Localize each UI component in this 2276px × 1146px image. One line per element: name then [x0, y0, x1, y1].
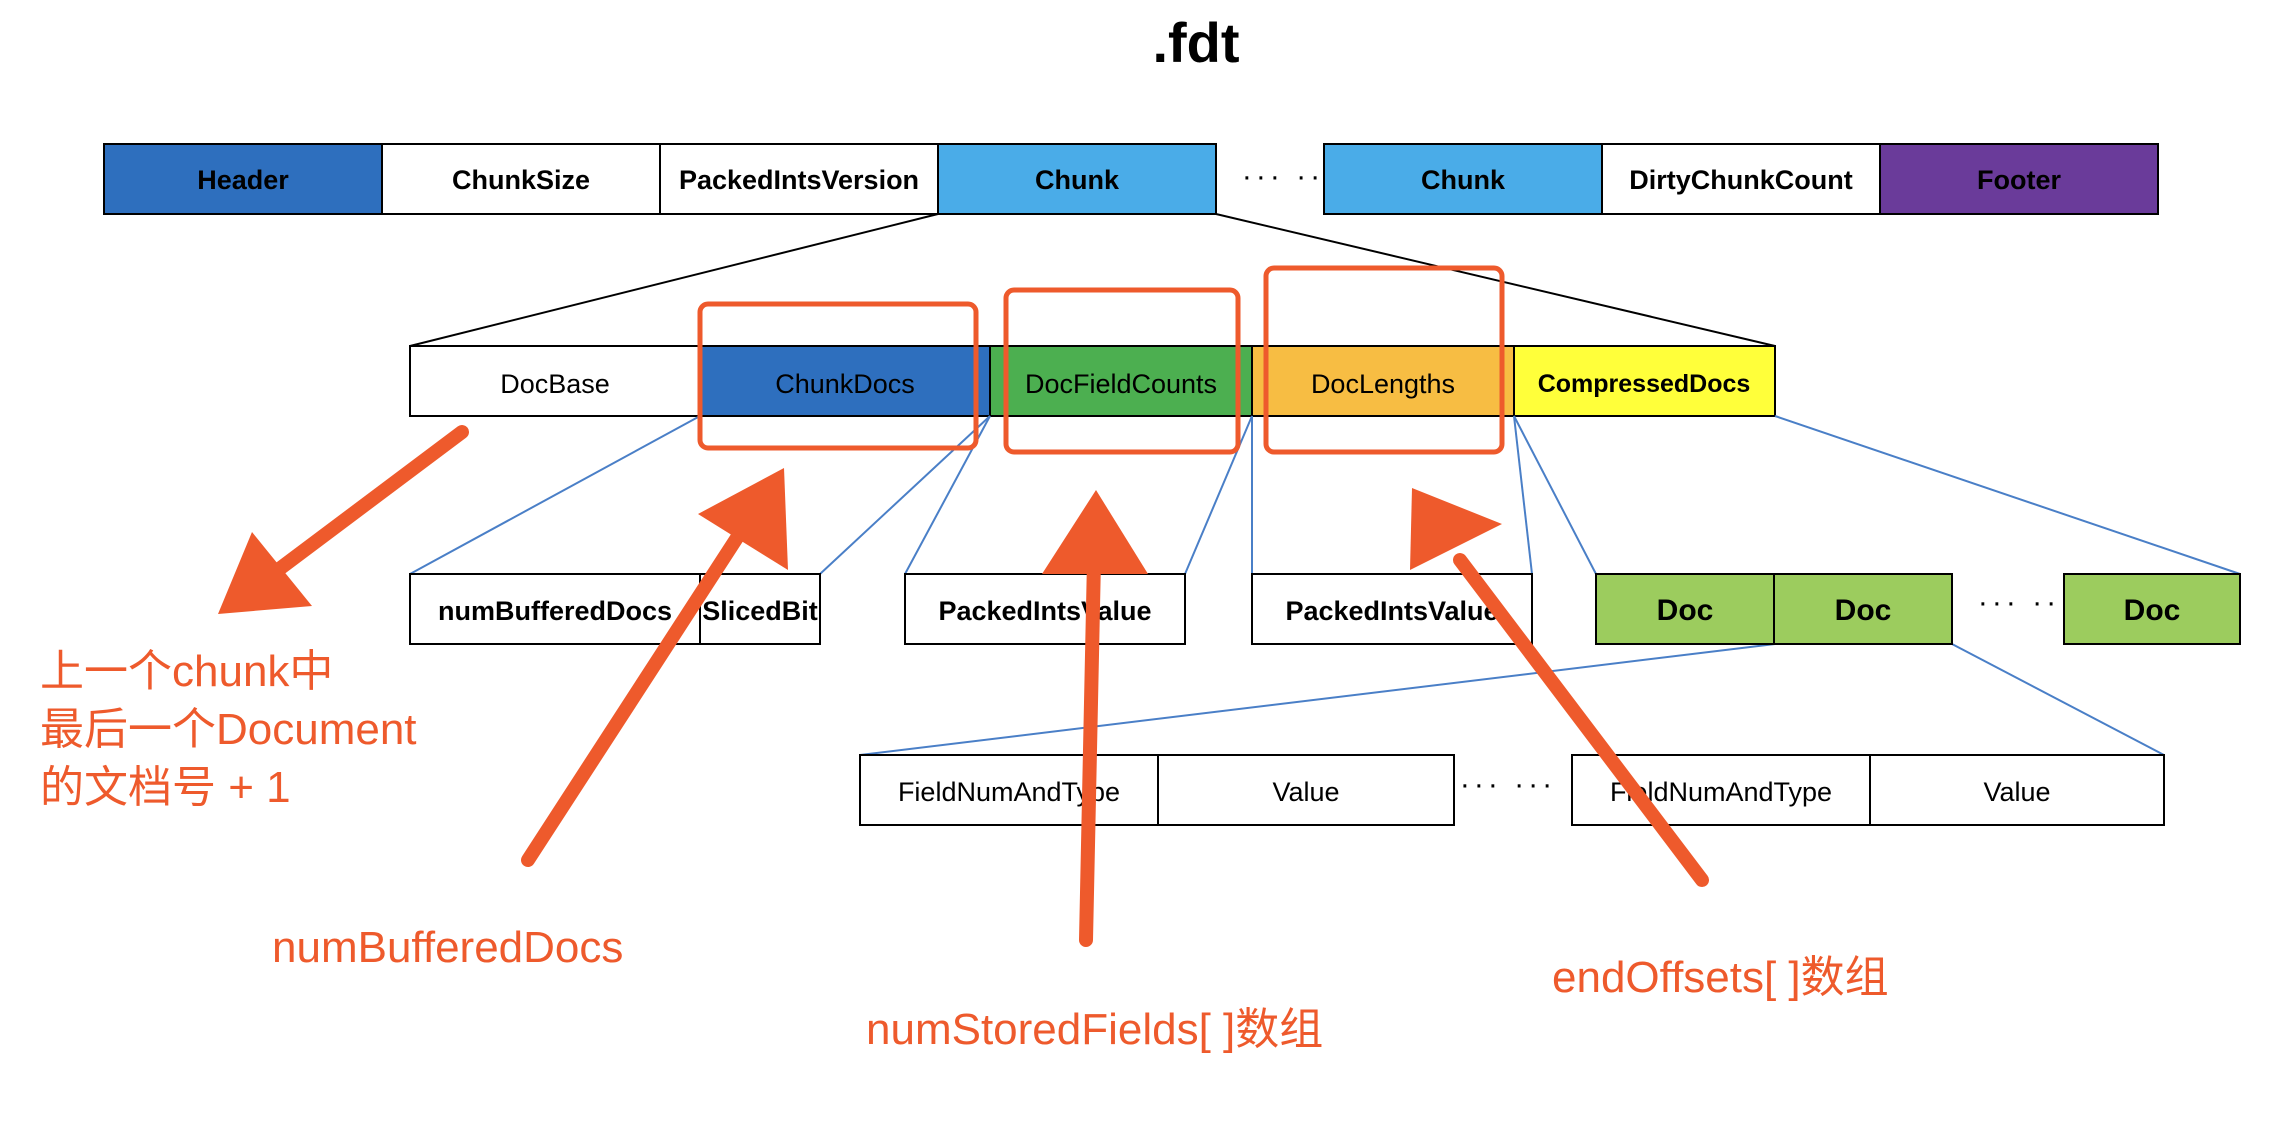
value-label-2: Value — [1983, 777, 2050, 807]
arrow-doc-base-head — [218, 532, 312, 614]
top-ellipsis: ··· ··· — [1242, 160, 1338, 193]
chunk-docs-label: ChunkDocs — [775, 369, 915, 399]
annotation-doc-base-line2: 最后一个Document — [40, 705, 417, 754]
connector-lines — [409, 415, 2241, 756]
arrow-chunk-docs-head — [698, 468, 788, 570]
num-buffered-docs-label: numBufferedDocs — [438, 596, 672, 626]
connector-compressed-left — [1513, 415, 1597, 575]
doc-base-label: DocBase — [500, 369, 610, 399]
highlight-chunk-docs — [697, 301, 979, 451]
packed-ints-value-box-1 — [904, 573, 1186, 645]
doc-label-2: Doc — [1835, 594, 1892, 627]
arrow-doc-field-counts-shaft — [1079, 553, 1101, 947]
doc-box-2 — [1773, 573, 1953, 645]
chunk-expand-left — [409, 213, 939, 347]
doc-base-box — [409, 345, 701, 417]
annotations: 上一个chunk中 最后一个Document 的文档号 + 1 numBuffe… — [40, 647, 1889, 1054]
packed-ints-value-label-1: PackedIntsValue — [938, 596, 1151, 626]
packed-ints-value-label-2: PackedIntsValue — [1285, 596, 1498, 626]
arrow-doc-lengths-head — [1410, 488, 1502, 570]
top-row: Header ChunkSize PackedIntsVersion Chunk… — [103, 143, 2159, 215]
chunk-box-1 — [937, 143, 1217, 215]
highlights — [697, 265, 1505, 455]
footer-box — [1879, 143, 2159, 215]
connector-doc-right — [1951, 643, 2165, 756]
connector-chunkdocs-right — [819, 415, 991, 575]
field-row: FieldNumAndType Value ··· ··· FieldNumAn… — [859, 754, 2165, 826]
annotation-doc-base-line3: 的文档号 + 1 — [40, 763, 291, 812]
arrow-chunk-docs-shaft — [521, 523, 749, 867]
doc-field-counts-label: DocFieldCounts — [1025, 369, 1217, 399]
connector-compressed-right — [1774, 415, 2241, 575]
chunk-size-label: ChunkSize — [452, 165, 590, 195]
annotation-chunk-docs: numBufferedDocs — [272, 923, 623, 972]
arrows — [218, 425, 1709, 947]
field-ellipsis: ··· ··· — [1460, 768, 1556, 801]
annotation-doc-lengths: endOffsets[ ]数组 — [1552, 953, 1889, 1002]
value-box-1 — [1157, 754, 1455, 826]
doc-field-counts-box — [989, 345, 1253, 417]
dirty-chunk-count-box — [1601, 143, 1881, 215]
highlight-doc-lengths — [1263, 265, 1505, 455]
connector-chunkdocs-left — [409, 415, 701, 575]
arrow-doc-lengths-shaft — [1453, 553, 1709, 887]
doc-box-3 — [2063, 573, 2241, 645]
compressed-docs-box — [1513, 345, 1776, 417]
connector-lengths-right — [1513, 415, 1533, 575]
connector-doc-left — [859, 643, 1776, 756]
chunk-row: DocBase ChunkDocs DocFieldCounts DocLeng… — [409, 345, 1776, 417]
doc-label-3: Doc — [2124, 594, 2181, 627]
connector-fieldcounts-right — [1184, 415, 1253, 575]
dirty-chunk-count-label: DirtyChunkCount — [1629, 165, 1852, 195]
value-box-2 — [1869, 754, 2165, 826]
sliced-bit-label: SlicedBit — [702, 596, 818, 626]
header-label: Header — [197, 165, 289, 195]
doc-box-1 — [1595, 573, 1775, 645]
arrow-doc-base-shaft — [255, 425, 469, 589]
value-label-1: Value — [1272, 777, 1339, 807]
doc-label-1: Doc — [1657, 594, 1714, 627]
compressed-docs-label: CompressedDocs — [1538, 370, 1751, 398]
packed-ints-version-label: PackedIntsVersion — [679, 165, 919, 195]
doc-lengths-label: DocLengths — [1311, 369, 1455, 399]
doc-ellipsis: ··· ··· — [1978, 586, 2074, 619]
annotation-doc-base-line1: 上一个chunk中 — [40, 647, 333, 696]
highlight-doc-field-counts — [1003, 287, 1241, 455]
packed-ints-version-box — [659, 143, 939, 215]
header-box — [103, 143, 383, 215]
chunk-box-2 — [1323, 143, 1603, 215]
sub-row: numBufferedDocs SlicedBit PackedIntsValu… — [409, 573, 2241, 645]
arrow-doc-field-counts-head — [1042, 490, 1148, 574]
chunk-size-box — [381, 143, 661, 215]
diagram-title: .fdt — [1152, 11, 1239, 74]
chunk-label-2: Chunk — [1421, 165, 1506, 195]
footer-label: Footer — [1977, 165, 2061, 195]
chunk-label-1: Chunk — [1035, 165, 1120, 195]
num-buffered-docs-box — [409, 573, 821, 645]
doc-lengths-box — [1251, 345, 1515, 417]
annotation-doc-field-counts: numStoredFields[ ]数组 — [866, 1005, 1323, 1054]
chunk-expand-right — [1215, 213, 1776, 347]
